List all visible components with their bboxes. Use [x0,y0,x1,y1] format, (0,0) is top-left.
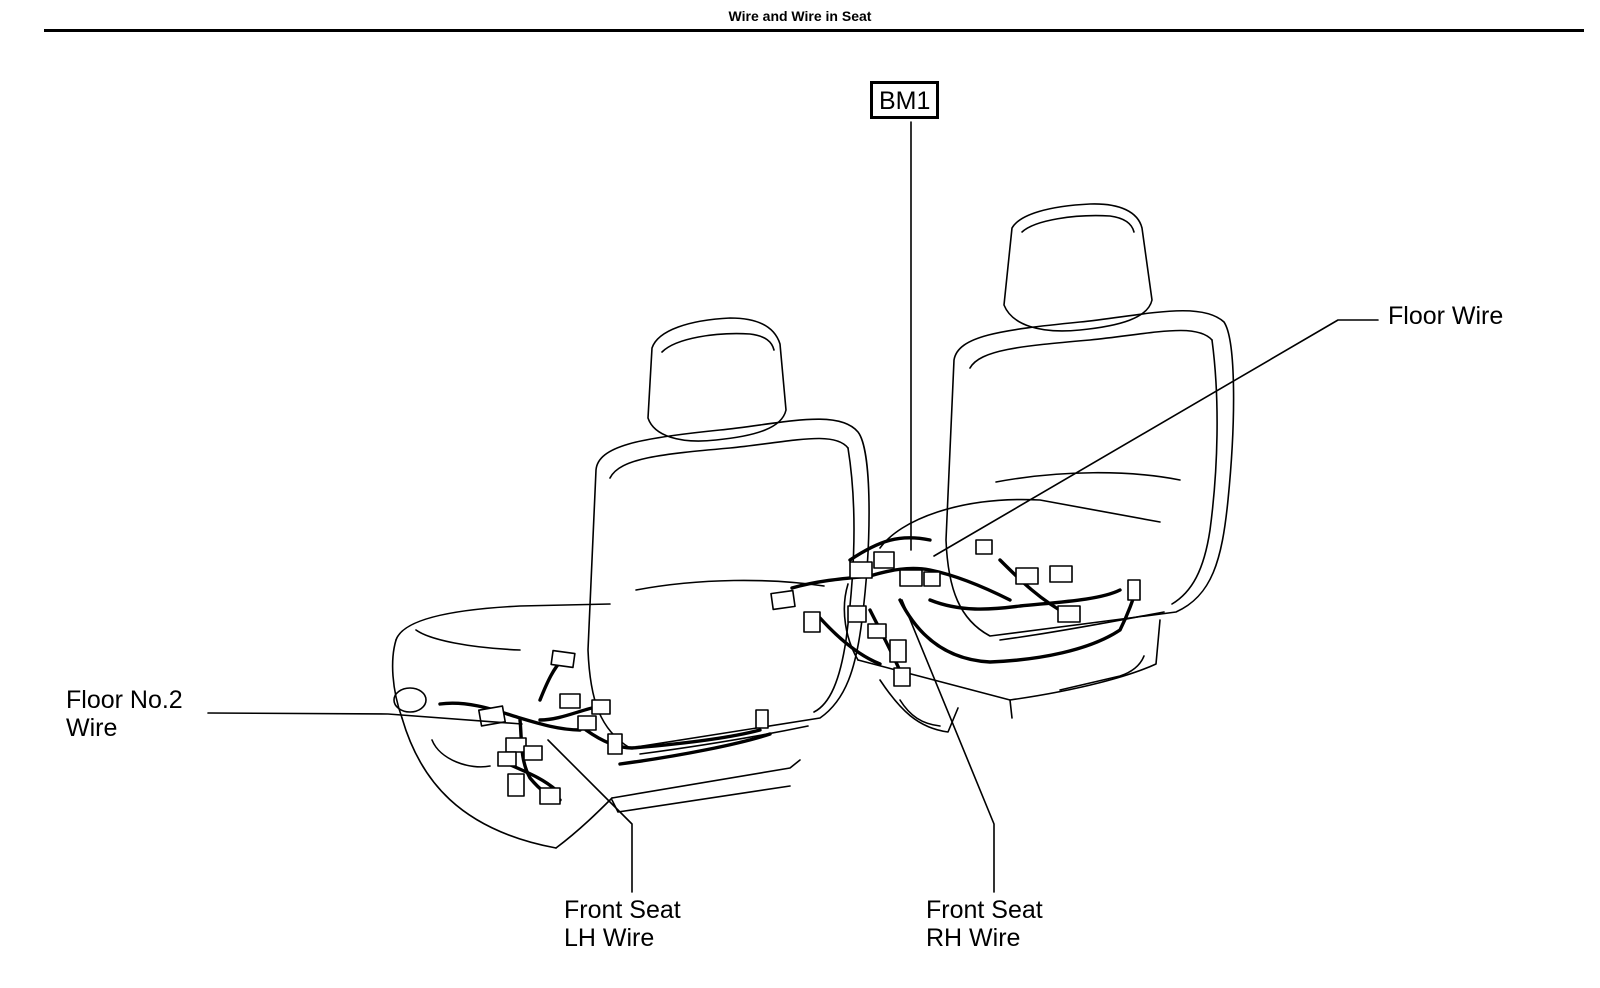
front-seat-lh-wire-label-line1: Front Seat [564,896,681,924]
front-seat-rh-wire-label: Front Seat RH Wire [926,896,1043,952]
front-seat-lh-wire-label-line2: LH Wire [564,924,655,952]
header-rule [44,29,1584,32]
left-harness-connectors [477,649,769,805]
front-seat-lh-wire-label: Front Seat LH Wire [564,896,681,952]
floor-no2-wire-label: Floor No.2 Wire [66,686,183,742]
floor-wire-label-text: Floor Wire [1388,302,1504,330]
leader-lines [207,121,1379,893]
floor-wire-label: Floor Wire [1388,302,1503,330]
floor-no2-wire-label-line2: Wire [66,714,118,742]
left-seat-outline [391,317,870,849]
connector-code-bm1: BM1 [870,81,940,119]
right-harness-connectors [770,539,1141,687]
floor-no2-wire-label-line1: Floor No.2 [66,686,183,714]
front-seat-rh-wire-label-line2: RH Wire [926,924,1021,952]
page-title: Wire and Wire in Seat [728,8,872,24]
front-seat-rh-wire-label-line1: Front Seat [926,896,1043,924]
